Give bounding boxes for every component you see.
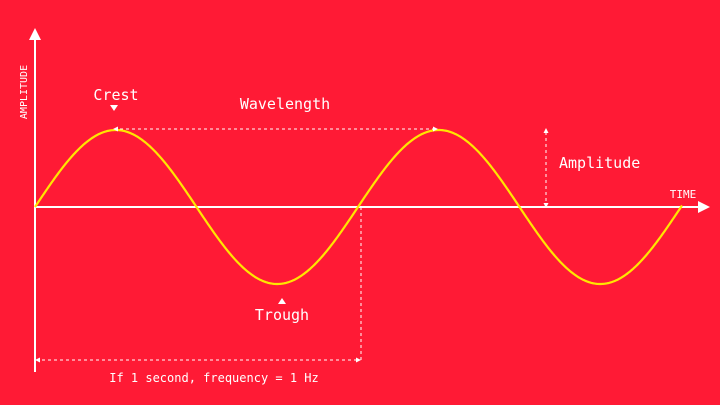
frequency-note: If 1 second, frequency = 1 Hz [109,371,319,385]
sine-wave [34,128,683,286]
crest-pointer-icon [110,105,118,111]
amplitude-label: Amplitude [559,154,640,172]
trough-label: Trough [255,306,309,324]
x-axis-label: TIME [670,188,697,201]
trough-pointer-icon [278,298,286,304]
crest-label: Crest [93,86,138,104]
wavelength-label: Wavelength [240,95,330,113]
y-axis-label: AMPLITUDE [19,65,30,119]
